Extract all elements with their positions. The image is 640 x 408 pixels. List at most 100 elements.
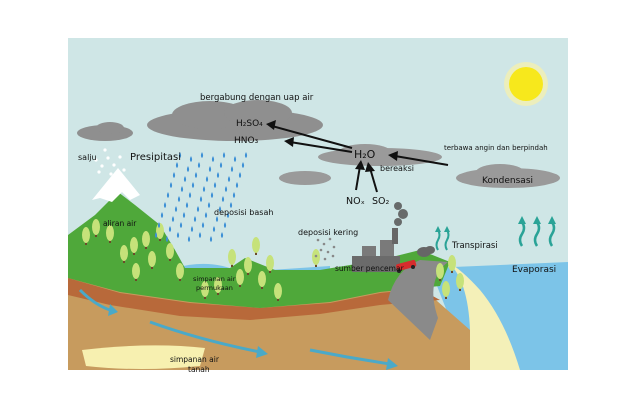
underground-flow-arrows bbox=[78, 288, 391, 366]
rain-drop bbox=[166, 192, 170, 198]
rain-drop bbox=[185, 202, 189, 208]
grassland bbox=[68, 192, 450, 308]
rain-drop bbox=[182, 212, 186, 218]
tree-icon bbox=[228, 249, 236, 267]
cloud-acid bbox=[147, 100, 323, 141]
label-aliran-air: aliran air bbox=[103, 219, 137, 228]
tree-icon bbox=[166, 243, 174, 261]
label-deposisi-basah: deposisi basah bbox=[214, 208, 273, 217]
dry-deposition-dots bbox=[314, 237, 336, 261]
rain-drop bbox=[220, 232, 224, 238]
reaction-arrows bbox=[266, 120, 449, 193]
rain-drop bbox=[190, 226, 194, 232]
rain-drop bbox=[219, 162, 223, 168]
rain-drop bbox=[232, 192, 236, 198]
beach bbox=[448, 262, 520, 370]
rain-drop bbox=[193, 216, 197, 222]
label-hno3: HNO₃ bbox=[234, 136, 259, 146]
label-bereaksi: bereaksi bbox=[380, 164, 414, 173]
transpiration-arrowheads bbox=[435, 226, 450, 232]
rain-drop bbox=[222, 152, 226, 158]
tree-icon bbox=[120, 245, 128, 263]
rain-drop bbox=[165, 236, 169, 242]
rain-drop bbox=[199, 196, 203, 202]
tree-icon bbox=[266, 255, 274, 273]
rain-drop bbox=[227, 176, 231, 182]
rain-drop bbox=[194, 172, 198, 178]
rain-drop bbox=[196, 206, 200, 212]
rain-drop bbox=[160, 212, 164, 218]
rain-drop bbox=[209, 236, 213, 242]
rain-drop bbox=[180, 186, 184, 192]
rain-drop bbox=[197, 162, 201, 168]
tree-icon bbox=[448, 255, 456, 273]
tree-icon bbox=[176, 263, 184, 281]
rain-drop bbox=[168, 226, 172, 232]
tree-icon bbox=[156, 223, 164, 241]
rain-drop bbox=[200, 152, 204, 158]
car-icon bbox=[396, 259, 417, 273]
tree-icon bbox=[244, 257, 252, 275]
tree-icon bbox=[82, 227, 90, 245]
label-so2: SO₂ bbox=[372, 196, 390, 207]
tree-icon bbox=[258, 271, 266, 289]
rain-drop bbox=[154, 232, 158, 238]
factory-icon bbox=[352, 228, 400, 272]
label-terbawa: terbawa angin dan berpindah bbox=[444, 144, 548, 152]
rain-drop bbox=[183, 176, 187, 182]
label-nox: NOₓ bbox=[346, 196, 365, 207]
rain-drop bbox=[205, 176, 209, 182]
soil-band bbox=[68, 278, 440, 320]
smoke bbox=[394, 202, 408, 226]
rain-drop bbox=[177, 196, 181, 202]
snow-cap bbox=[92, 168, 140, 202]
label-simpanan-permukaan-2: permukaan bbox=[196, 284, 233, 292]
label-bergabung: bergabung dengan uap air bbox=[200, 93, 314, 103]
tree-icon bbox=[92, 219, 100, 237]
rain-drop bbox=[229, 202, 233, 208]
cloud-kondensasi bbox=[456, 164, 560, 188]
rain-drop bbox=[169, 182, 173, 188]
rain-drop bbox=[238, 172, 242, 178]
rain-drop bbox=[186, 166, 190, 172]
rain-drop bbox=[179, 222, 183, 228]
rain-drop bbox=[189, 156, 193, 162]
rain-drop bbox=[157, 222, 161, 228]
tree-icon bbox=[148, 251, 156, 269]
tree-icon bbox=[201, 281, 209, 299]
tree-icon bbox=[142, 231, 150, 249]
exhaust-cloud bbox=[417, 246, 435, 257]
label-transpirasi: Transpirasi bbox=[451, 241, 498, 251]
label-salju: salju bbox=[78, 153, 97, 162]
rain-drops bbox=[154, 152, 248, 242]
evaporation-arrows bbox=[518, 221, 556, 247]
rain-drop bbox=[198, 232, 202, 238]
rain-drop bbox=[207, 202, 211, 208]
underground-flow-arrowheads bbox=[108, 304, 398, 370]
rain-drop bbox=[223, 222, 227, 228]
label-sumber-pencemar: sumber pencemar bbox=[335, 264, 405, 273]
rain-drop bbox=[212, 226, 216, 232]
transpiration-arrows bbox=[435, 229, 450, 251]
tree-icon bbox=[252, 237, 260, 255]
rain-drop bbox=[233, 156, 237, 162]
cloud-small-middle bbox=[279, 171, 331, 185]
rain-drop bbox=[202, 186, 206, 192]
rain-drop bbox=[208, 166, 212, 172]
label-h2so4: H₂SO₄ bbox=[236, 119, 263, 129]
rain-drop bbox=[204, 212, 208, 218]
tree-icon bbox=[132, 263, 140, 281]
label-kondensasi: Kondensasi bbox=[482, 176, 533, 186]
tree-icon bbox=[214, 277, 222, 295]
rain-drop bbox=[241, 162, 245, 168]
groundwater-storage bbox=[82, 345, 205, 369]
rain-drop bbox=[218, 206, 222, 212]
rain-drop bbox=[224, 186, 228, 192]
label-simpanan-tanah-2: tanah bbox=[188, 365, 210, 374]
evaporation-arrowheads bbox=[518, 216, 556, 224]
rain-drop bbox=[175, 162, 179, 168]
tree-icon bbox=[130, 237, 138, 255]
tree-icon bbox=[274, 283, 282, 301]
rain-drop bbox=[221, 196, 225, 202]
